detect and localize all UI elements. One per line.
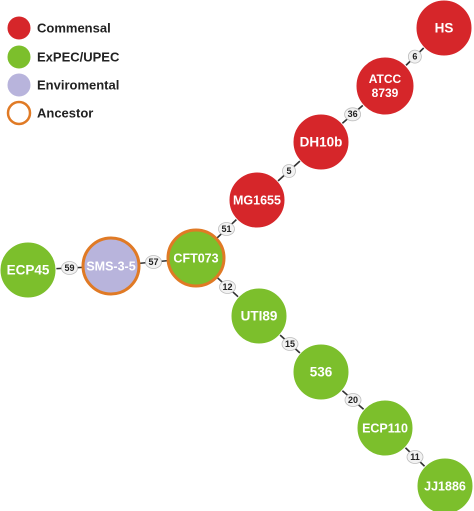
legend-swatch-commensal <box>7 16 31 40</box>
edge-weight-label: 20 <box>348 395 358 405</box>
node-circle-mg1655 <box>228 171 286 229</box>
node-circle-ecp45 <box>0 241 57 299</box>
edge-weight-mg1655-cft073: 51 <box>218 222 235 236</box>
legend-item-commensal: Commensal <box>7 16 111 40</box>
node-label-jj1886: JJ1886 <box>424 479 466 493</box>
node-circle-uti89 <box>230 287 288 345</box>
node-jj1886: JJ1886 <box>416 457 474 511</box>
edge-weight-badge <box>61 261 78 275</box>
node-circle-dh10b <box>292 113 350 171</box>
legend-label-ancestor: Ancestor <box>37 105 93 120</box>
node-hs: HS <box>415 0 473 57</box>
node-circle-jj1886 <box>416 457 474 511</box>
node-label-sms-3-5: SMS-3-5 <box>86 259 135 273</box>
node-circle-sms-3-5 <box>81 236 141 296</box>
legend-label-expec-upec: ExPEC/UPEC <box>37 49 120 64</box>
node-label-atcc8739: ATCC <box>369 72 402 86</box>
edge-weight-badge <box>218 222 235 236</box>
node-circle-atcc8739 <box>355 56 415 116</box>
node-mg1655: MG1655 <box>228 171 286 229</box>
edge-weight-536-ecp110: 20 <box>344 393 362 407</box>
edge-weight-sms-3-5-ecp45: 59 <box>61 261 78 275</box>
node-label-dh10b: DH10b <box>300 135 343 150</box>
node-536: 536 <box>292 343 350 401</box>
edge-weight-badge <box>406 450 424 464</box>
node-label-hs: HS <box>435 21 454 36</box>
edge-weight-badge <box>344 107 362 122</box>
node-label-536: 536 <box>310 365 333 380</box>
node-label-ecp110: ECP110 <box>362 421 408 435</box>
edge-weight-badge <box>407 49 422 64</box>
legend-item-enviromental: Enviromental <box>7 73 119 97</box>
edge-weight-cft073-uti89: 12 <box>219 280 236 294</box>
node-cft073: CFT073 <box>166 228 226 288</box>
edge-weight-uti89-536: 15 <box>281 337 299 351</box>
legend-item-ancestor: Ancestor <box>6 100 93 126</box>
node-label-atcc8739: 8739 <box>372 86 399 100</box>
edge-weight-label: 15 <box>285 339 295 349</box>
edge-weight-label: 36 <box>348 109 358 119</box>
node-uti89: UTI89 <box>230 287 288 345</box>
edge-weight-badge <box>219 280 236 294</box>
edge-weight-label: 5 <box>286 166 291 176</box>
node-label-uti89: UTI89 <box>241 309 278 324</box>
edge-weight-label: 12 <box>222 282 232 292</box>
edge-weight-label: 51 <box>221 224 231 234</box>
node-label-cft073: CFT073 <box>173 251 218 265</box>
node-label-mg1655: MG1655 <box>233 193 281 207</box>
legend-label-enviromental: Enviromental <box>37 77 119 92</box>
node-circle-hs <box>415 0 473 57</box>
edge-weight-cft073-sms-3-5: 57 <box>145 255 162 269</box>
edge-weight-label: 11 <box>410 452 420 462</box>
node-dh10b: DH10b <box>292 113 350 171</box>
node-circle-cft073 <box>166 228 226 288</box>
edge-weight-badge <box>344 393 362 407</box>
node-circle-536 <box>292 343 350 401</box>
edge-weight-ecp110-jj1886: 11 <box>406 450 424 464</box>
legend-swatch-enviromental <box>7 73 31 97</box>
edge-weight-label: 59 <box>64 263 74 273</box>
legend-label-commensal: Commensal <box>37 20 111 35</box>
edge-weight-badge <box>281 337 299 351</box>
legend-swatch-ancestor <box>6 100 32 126</box>
node-sms-3-5: SMS-3-5 <box>81 236 141 296</box>
node-circle-ecp110 <box>356 399 414 457</box>
edge-weight-hs-atcc8739: 6 <box>407 49 422 64</box>
legend-item-expec-upec: ExPEC/UPEC <box>7 45 120 69</box>
edge-weight-atcc8739-dh10b: 36 <box>344 107 362 122</box>
edge-weight-badge <box>145 255 162 269</box>
node-label-ecp45: ECP45 <box>7 263 50 278</box>
edge-weight-dh10b-mg1655: 5 <box>282 164 296 178</box>
edge-weight-label: 57 <box>148 257 158 267</box>
edge-weight-label: 6 <box>412 52 417 62</box>
legend-swatch-expec-upec <box>7 45 31 69</box>
node-ecp45: ECP45 <box>0 241 57 299</box>
edge-labels: 6 36 5 51 57 59 12 15 20 11 <box>61 49 424 464</box>
node-ecp110: ECP110 <box>356 399 414 457</box>
edge-weight-badge <box>282 164 296 178</box>
